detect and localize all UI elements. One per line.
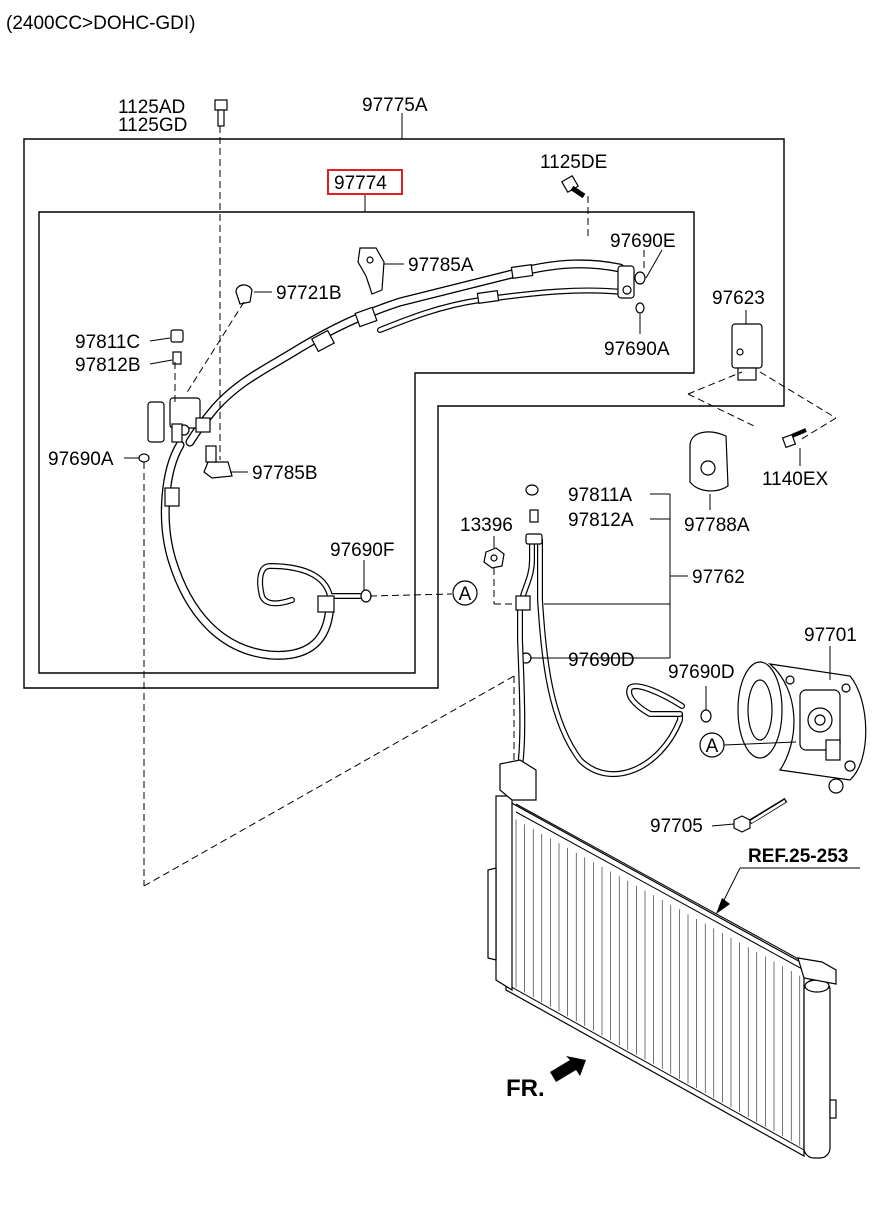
receiver-drier-97623 bbox=[731, 323, 763, 381]
front-arrow-icon bbox=[550, 1056, 586, 1082]
label-ref: REF.25-253 bbox=[748, 846, 848, 867]
o-ring-97690d-right bbox=[700, 709, 712, 723]
o-ring-97690a-top bbox=[635, 302, 645, 314]
label-1125ad: 1125AD bbox=[118, 97, 185, 118]
dash-line-drier-bracket bbox=[687, 393, 755, 427]
label-97775a: 97775A bbox=[362, 95, 428, 116]
label-97690f: 97690F bbox=[330, 540, 394, 561]
leader-97811c bbox=[149, 337, 171, 342]
label-97623: 97623 bbox=[712, 288, 765, 309]
ref-arrowhead bbox=[716, 898, 730, 914]
label-1125gd: 1125GD bbox=[118, 115, 187, 136]
leader-a-right bbox=[723, 741, 797, 746]
label-1140ex: 1140EX bbox=[762, 469, 829, 490]
label-97812a: 97812A bbox=[568, 510, 634, 531]
label-front: FR. bbox=[506, 1075, 545, 1102]
label-97785b: 97785B bbox=[252, 463, 318, 484]
assembly-frame-97774 bbox=[38, 211, 695, 674]
o-ring-97690e bbox=[634, 271, 646, 285]
dash-line-left-diagonal bbox=[143, 675, 515, 887]
dash-line-a1 bbox=[369, 593, 453, 597]
label-13396: 13396 bbox=[460, 515, 513, 536]
label-97774: 97774 bbox=[334, 173, 387, 194]
connector-a-right-label: A bbox=[706, 736, 719, 757]
label-1125de: 1125DE bbox=[540, 152, 607, 173]
condenser bbox=[487, 759, 837, 1159]
label-97690e: 97690E bbox=[610, 231, 676, 252]
dash-line-drier-right bbox=[759, 371, 837, 419]
cap-97811c bbox=[170, 329, 184, 343]
bolt-1140ex bbox=[781, 428, 807, 449]
label-97785a: 97785A bbox=[408, 255, 474, 276]
label-97811a: 97811A bbox=[568, 485, 632, 506]
bolt-1125ad bbox=[214, 99, 228, 127]
valve-core-97812b bbox=[172, 351, 182, 365]
label-97701: 97701 bbox=[804, 625, 857, 646]
valve-core-97812a bbox=[529, 509, 539, 523]
o-ring-97690a-left bbox=[138, 453, 150, 463]
label-97705: 97705 bbox=[650, 816, 703, 837]
connector-a-left-label: A bbox=[459, 584, 472, 605]
cap-97811a bbox=[525, 484, 539, 496]
label-97762: 97762 bbox=[692, 567, 745, 588]
engine-spec-header: (2400CC>DOHC-GDI) bbox=[6, 13, 196, 34]
dash-line-drier-left bbox=[687, 371, 743, 395]
liquid-line-97762 bbox=[515, 533, 685, 778]
o-ring-97690f bbox=[360, 589, 372, 603]
leader-97705 bbox=[711, 823, 735, 827]
label-97721b: 97721B bbox=[276, 283, 342, 304]
label-97812b: 97812B bbox=[75, 355, 141, 376]
dash-line-97721b bbox=[185, 301, 245, 395]
leader-97812b bbox=[149, 359, 173, 365]
connector-a-left bbox=[452, 580, 478, 606]
label-97690a-top: 97690A bbox=[604, 339, 670, 360]
assembly-frame-97775a bbox=[23, 138, 785, 689]
label-97788a: 97788A bbox=[684, 515, 750, 536]
compressor-97701 bbox=[737, 661, 867, 794]
label-97811c: 97811C bbox=[75, 332, 140, 353]
dash-line-1140ex bbox=[799, 417, 837, 441]
label-97690a-left: 97690A bbox=[48, 449, 114, 470]
bolt-97705 bbox=[733, 797, 788, 833]
clip-97721b bbox=[235, 284, 253, 305]
highlight-box-97774 bbox=[327, 169, 403, 195]
label-97690d-right: 97690D bbox=[668, 662, 735, 683]
leader-97690e bbox=[645, 249, 663, 279]
bolt-1125de bbox=[560, 174, 586, 199]
hose-assembly-97774 bbox=[147, 259, 635, 660]
nut-13396 bbox=[483, 547, 505, 569]
bracket-97785a bbox=[357, 247, 385, 295]
bracket-97785b bbox=[203, 445, 233, 479]
bracket-97788a bbox=[689, 431, 729, 492]
label-97690d-mid: 97690D bbox=[568, 650, 635, 671]
